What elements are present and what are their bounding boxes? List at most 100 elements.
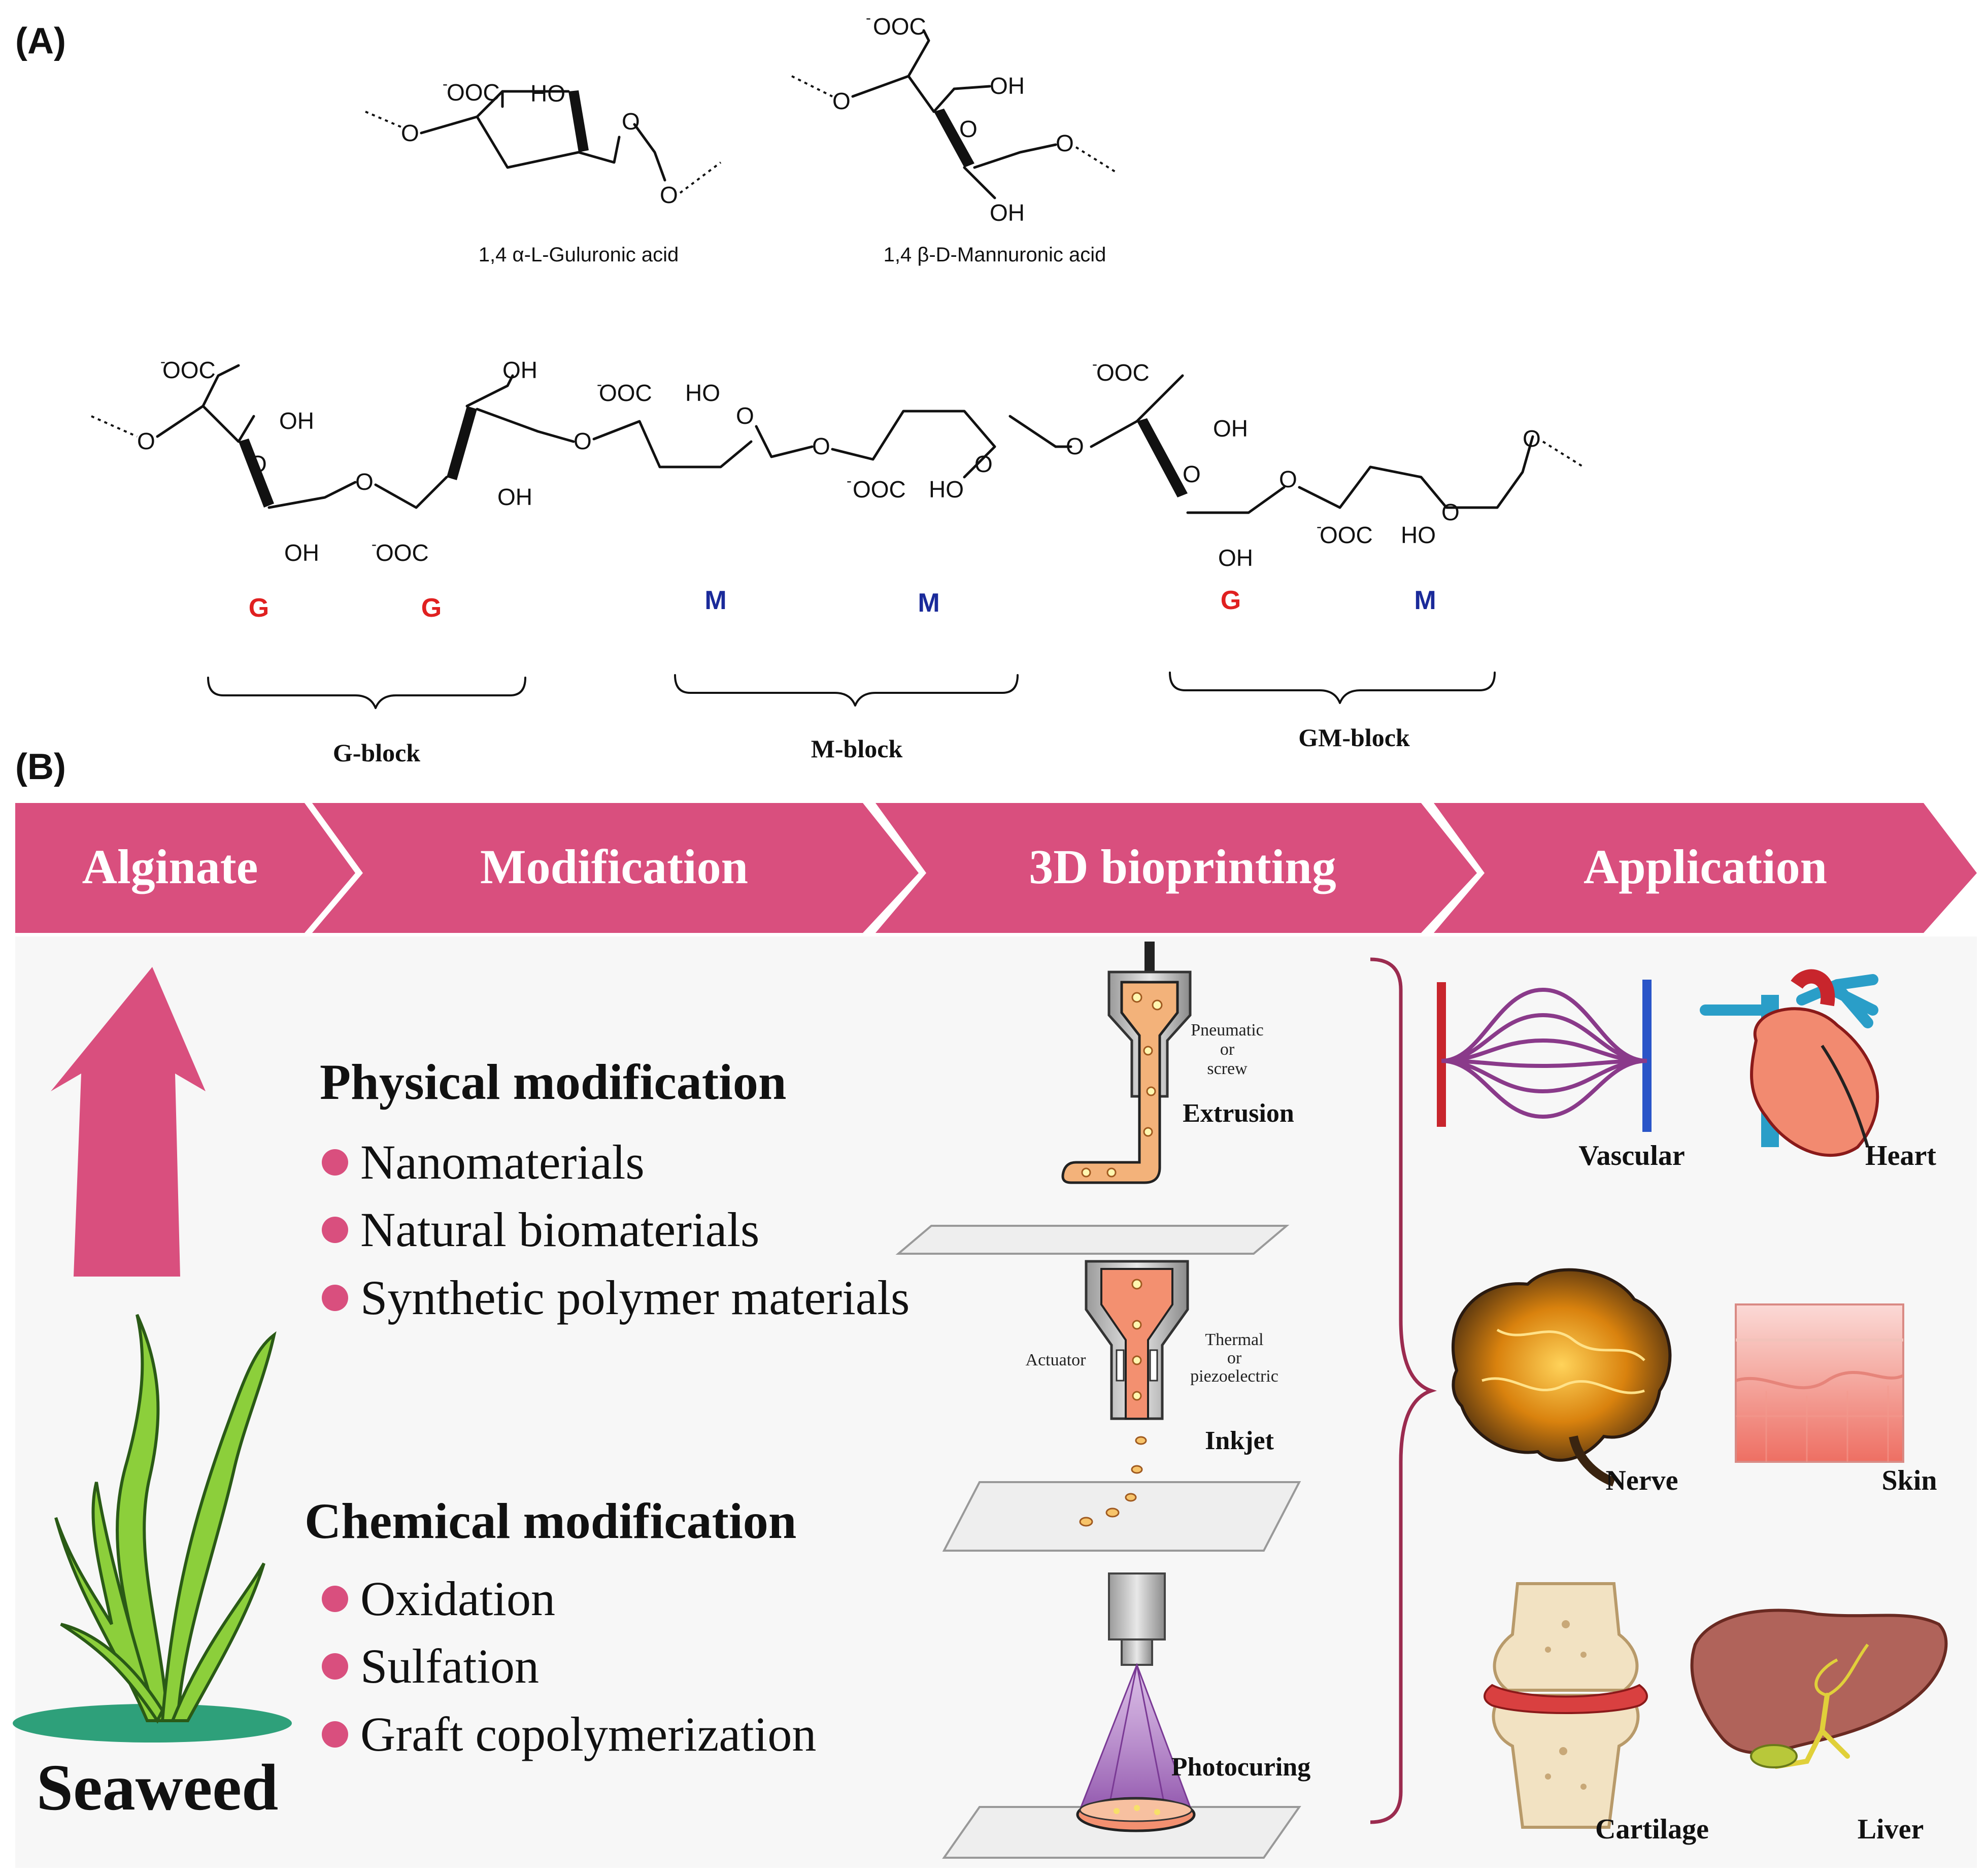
chemical-item: Oxidation (360, 1571, 555, 1626)
o-atom: O (812, 433, 830, 459)
application-brace (1370, 957, 1437, 1824)
chevron-alginate (15, 803, 355, 933)
seaweed-icon (13, 1314, 292, 1743)
o-atom: O (1523, 425, 1541, 452)
block-label: GM-block (1298, 723, 1410, 752)
unit-label: G (249, 593, 269, 623)
photocuring-label: Photocuring (1171, 1753, 1310, 1782)
m-block-brace (674, 674, 1019, 707)
brain-icon (1452, 1268, 1672, 1487)
coo-label: OOC (1096, 359, 1150, 386)
o-atom: O (959, 116, 978, 142)
liver-icon (1690, 1609, 1948, 1769)
extrusion-note: screw (1207, 1059, 1248, 1078)
application-label: Heart (1865, 1140, 1936, 1171)
oh-label: OH (497, 484, 532, 510)
extrusion-printer-icon (895, 942, 1290, 1255)
bullet-icon (322, 1149, 348, 1176)
o-atom: O (1279, 466, 1297, 492)
coo-label: OOC (599, 380, 652, 406)
block-label: M-block (811, 734, 903, 763)
monomer-guluronic-structure: O O O OOC - HO (365, 76, 722, 208)
application-label: Cartilage (1595, 1814, 1709, 1845)
vascular-icon (1437, 980, 1652, 1132)
chemical-modification-title: Chemical modification (305, 1493, 796, 1549)
coo-label: OOC (873, 13, 926, 40)
unit-label: G (421, 593, 442, 623)
o-atom: O (401, 120, 419, 146)
chemical-item: Sulfation (360, 1639, 539, 1693)
o-atom: O (1441, 499, 1460, 525)
unit-label: M (918, 588, 939, 618)
chevron-label: 3D bioprinting (1029, 840, 1336, 894)
svg-text:-: - (1317, 518, 1322, 535)
ho-label: HO (685, 380, 720, 406)
chevron-label: Alginate (82, 840, 258, 894)
unit-label: G (1221, 586, 1241, 615)
ho-label: HO (530, 80, 565, 107)
application-label: Nerve (1605, 1465, 1678, 1496)
chevron-application (1434, 803, 1977, 933)
o-atom: O (1056, 130, 1074, 156)
monomer-m-name: 1,4 β-D-Mannuronic acid (884, 244, 1106, 266)
inkjet-note: Thermal (1205, 1330, 1263, 1349)
gm-block-brace (1169, 672, 1496, 704)
o-atom: O (974, 451, 993, 477)
coo-label: OOC (853, 476, 906, 502)
svg-text:-: - (866, 10, 871, 26)
physical-modification-title: Physical modification (320, 1054, 786, 1110)
extrusion-note: or (1220, 1040, 1235, 1059)
coo-label: OOC (162, 357, 216, 383)
svg-text:-: - (1092, 356, 1097, 373)
o-atom: O (832, 88, 851, 114)
chevron-label: Modification (480, 840, 748, 894)
heart-icon (1700, 969, 1879, 1157)
ho-label: HO (1401, 522, 1436, 548)
o-atom: O (1183, 461, 1201, 487)
inkjet-label: Inkjet (1205, 1426, 1274, 1455)
inkjet-actuator-note: Actuator (1026, 1351, 1087, 1369)
physical-items: Nanomaterials Natural biomaterials Synth… (322, 1135, 910, 1325)
oh-label: OH (279, 408, 314, 434)
workflow-banner: Alginate Modification 3D bioprinting App… (15, 803, 1977, 933)
bullet-icon (322, 1217, 348, 1243)
monomer-mannuronic-structure: O OH O O OH OOC - (791, 10, 1118, 226)
panel-b-label: (B) (15, 747, 66, 787)
chevron-modification (312, 803, 919, 933)
bullet-icon (322, 1653, 348, 1680)
chemical-items: Oxidation Sulfation Graft copolymerizati… (322, 1571, 816, 1761)
extrusion-note: Pneumatic (1191, 1021, 1264, 1040)
alginate-polymer-chain: O OOC - OH O OH O OOC - OH OH O OOC - HO… (91, 353, 1585, 571)
svg-text:-: - (597, 376, 602, 393)
oh-label: OH (1213, 415, 1248, 442)
physical-item: Natural biomaterials (360, 1202, 759, 1257)
unit-label: M (704, 586, 726, 615)
panel-b-background (15, 936, 1977, 1868)
physical-item: Nanomaterials (360, 1135, 645, 1189)
up-arrow-icon (51, 967, 206, 1277)
oh-label: OH (1218, 545, 1253, 571)
application-label: Vascular (1578, 1140, 1685, 1171)
application-label: Liver (1858, 1814, 1924, 1845)
extrusion-label: Extrusion (1183, 1099, 1294, 1128)
unit-label: M (1414, 586, 1436, 615)
svg-text:-: - (847, 473, 852, 489)
oh-label: OH (502, 357, 537, 383)
svg-text:-: - (160, 353, 165, 370)
coo-label: OOC (1320, 522, 1373, 548)
monomer-g-name: 1,4 α-L-Guluronic acid (479, 244, 679, 266)
physical-item: Synthetic polymer materials (360, 1270, 910, 1325)
ho-label: HO (929, 476, 964, 502)
application-label: Skin (1882, 1465, 1937, 1496)
o-atom: O (249, 451, 267, 477)
oh-label: OH (990, 73, 1025, 99)
photocuring-printer-icon (942, 1572, 1301, 1859)
bullet-icon (322, 1721, 348, 1748)
skin-icon (1735, 1303, 1904, 1463)
chemical-item: Graft copolymerization (360, 1707, 816, 1761)
o-atom: O (622, 108, 640, 135)
panel-a-label: (A) (15, 21, 66, 61)
coo-label: OOC (447, 79, 500, 106)
bullet-icon (322, 1285, 348, 1311)
